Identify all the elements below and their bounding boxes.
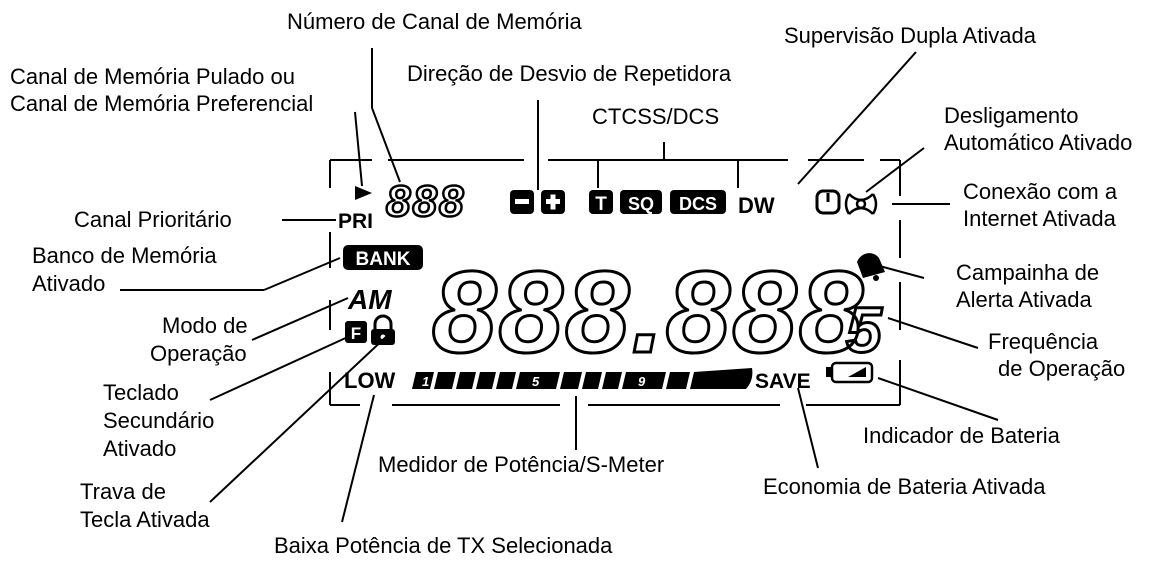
meter-mark-1: 1 (422, 374, 429, 389)
svg-text:BANK: BANK (356, 249, 411, 270)
label-repeater-shift: Direção de Desvio de Repetidora (407, 61, 732, 86)
label-bell-line2: Alerta Ativada (956, 287, 1092, 312)
label-frequency-line2: de Operação (998, 356, 1126, 381)
label-bell-line1: Campainha de (956, 260, 1100, 285)
label-apo-line2: Automático Ativado (944, 130, 1133, 155)
memory-channel-digits: 888 (386, 177, 465, 226)
label-meter: Medidor de Potência/S-Meter (378, 452, 665, 477)
dcs-badge: DCS (670, 190, 726, 214)
label-bank-line1: Banco de Memória (32, 243, 217, 268)
battery-icon (826, 361, 874, 384)
label-bank-line2: Ativado (32, 271, 106, 296)
label-mode-line2: Operação (150, 341, 247, 366)
meter-mark-5: 5 (532, 374, 540, 389)
tone-badge: T (589, 190, 613, 215)
battery-save-indicator: SAVE (755, 370, 811, 393)
label-battery-save: Economia de Bateria Ativada (763, 474, 1046, 499)
function-badge: F (345, 321, 367, 343)
svg-text:SQ: SQ (628, 194, 654, 214)
label-priority-channel: Canal Prioritário (74, 207, 232, 232)
power-icon (815, 189, 841, 215)
internet-connection-icon (844, 193, 878, 215)
label-lock-line1: Trava de (80, 479, 167, 504)
label-ctcss-dcs: CTCSS/DCS (592, 104, 720, 129)
label-skip-line1: Canal de Memória Pulado ou (10, 64, 295, 89)
label-skip-line2: Canal de Memória Preferencial (10, 91, 314, 116)
label-battery-indicator: Indicador de Bateria (863, 423, 1060, 448)
svg-text:DCS: DCS (679, 194, 717, 214)
svg-text:F: F (351, 324, 361, 343)
frequency-last-digit: 5 (846, 294, 883, 366)
label-memory-channel-number: Número de Canal de Memória (287, 9, 582, 34)
low-power-indicator: LOW (344, 368, 396, 393)
minus-icon (510, 190, 534, 214)
bank-badge: BANK (343, 245, 423, 270)
label-secondary-line2: Secundário (103, 408, 215, 433)
frequency-display: 888.888 (432, 247, 865, 377)
label-secondary-line3: Ativado (103, 436, 177, 461)
label-apo-line1: Desligamento (944, 103, 1079, 128)
svg-text:T: T (595, 194, 607, 215)
meter-mark-9: 9 (638, 374, 646, 389)
leader-lines (120, 48, 999, 523)
label-dual-watch: Supervisão Dupla Ativada (784, 23, 1036, 48)
dual-watch-indicator: DW (738, 193, 775, 218)
label-frequency-line1: Frequência (988, 329, 1099, 354)
pri-indicator: PRI (338, 210, 373, 233)
sq-badge: SQ (620, 190, 662, 214)
label-internet-line1: Conexão com a (963, 179, 1118, 204)
plus-icon (541, 190, 565, 214)
bell-icon (857, 253, 885, 281)
skip-arrow-icon (355, 186, 372, 200)
label-mode-line1: Modo de (162, 313, 248, 338)
label-low-power: Baixa Potência de TX Selecionada (274, 533, 613, 558)
operating-mode-indicator: AM (347, 284, 392, 315)
label-lock-line2: Tecla Ativada (80, 507, 210, 532)
label-secondary-line1: Teclado (103, 380, 179, 405)
signal-power-meter: 1 5 9 (412, 368, 753, 389)
label-internet-line2: Internet Ativada (963, 206, 1116, 231)
